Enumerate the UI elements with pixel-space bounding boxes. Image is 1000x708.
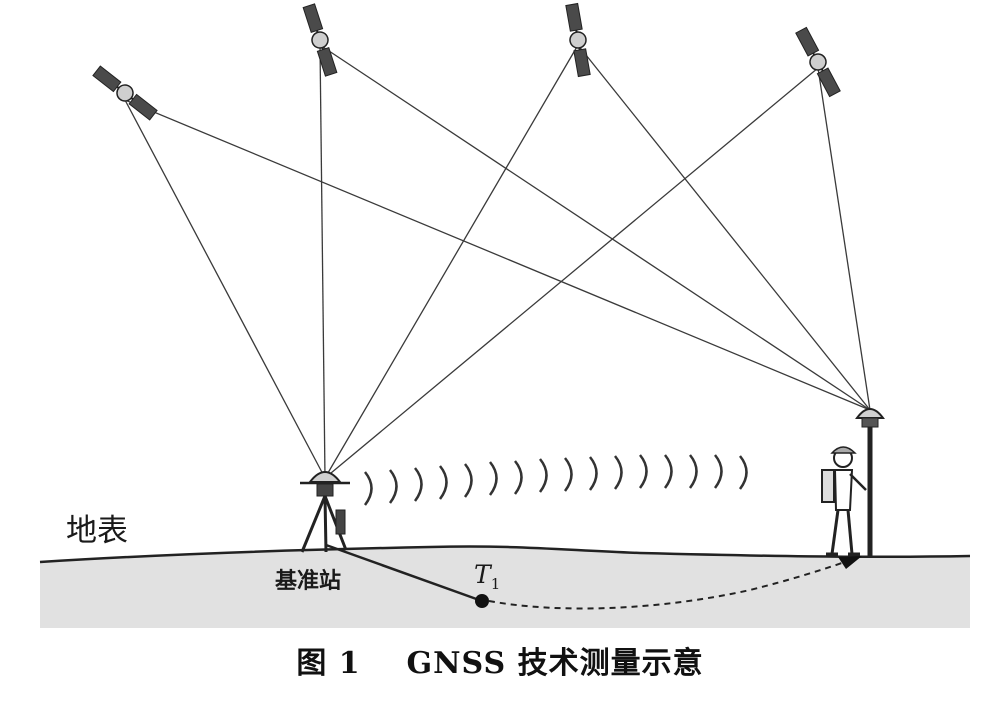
- base-station-label: 基准站: [275, 569, 342, 594]
- baseline: [325, 543, 483, 603]
- survey-path: [488, 561, 846, 610]
- ground-line: [39, 545, 971, 564]
- satellite-icon: [793, 25, 843, 99]
- figure-number: 图 1: [296, 646, 361, 681]
- signal-lines: [124, 44, 871, 479]
- figure-caption: 图 1 GNSS 技术测量示意: [0, 638, 1000, 682]
- radio-wave-icon: [363, 454, 748, 506]
- figure-title: GNSS 技术测量示意: [406, 646, 704, 681]
- satellite-icon: [562, 2, 594, 78]
- ground-surface: [40, 546, 970, 628]
- tripod-receiver-icon: [300, 471, 350, 553]
- surveyor-icon: [821, 408, 885, 556]
- arrow-head: [838, 556, 862, 569]
- point-t1-label: T1: [474, 560, 501, 593]
- point-t1: [475, 594, 489, 608]
- surface-label: 地表: [66, 513, 128, 549]
- satellite-icon: [90, 63, 160, 123]
